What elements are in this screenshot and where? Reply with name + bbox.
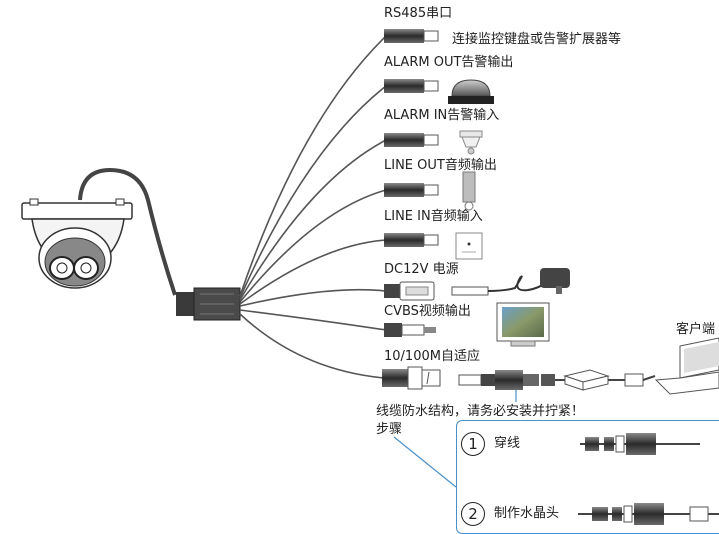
- line-out-label: LINE OUT音频输出: [384, 158, 497, 173]
- steps-title: 步骤: [376, 422, 403, 437]
- dome-camera-icon: [21, 198, 133, 289]
- waterproof-coupler-icon: [458, 370, 565, 390]
- cvbs-connector-icon: [384, 323, 436, 337]
- siren-icon: [448, 79, 494, 104]
- step1-cable-icon: [580, 433, 700, 455]
- step-1-number: 1: [461, 432, 485, 456]
- step-2-label: 制作水晶头: [494, 506, 560, 521]
- camera-cable: [78, 167, 177, 296]
- dc-power-connector-icon: [384, 281, 435, 301]
- rs485-description: 连接监控键盘或告警扩展器等: [452, 32, 622, 47]
- fanout-wires: [239, 35, 387, 379]
- power-adapter-icon: [451, 268, 570, 296]
- microphone-icon: [455, 232, 483, 260]
- line-in-label: LINE IN音频输入: [384, 209, 483, 224]
- cvbs-label: CVBS视频输出: [384, 304, 471, 319]
- client-label: 客户端: [676, 322, 716, 337]
- speaker-icon: [462, 171, 476, 211]
- network-switch-icon: [563, 369, 656, 391]
- line-out-connector-icon: [384, 183, 439, 197]
- waterproof-note: 线缆防水结构，请务必安装并拧紧！: [376, 404, 585, 419]
- steps-callout-line: [393, 436, 457, 488]
- ethernet-label: 10/100M自适应: [384, 349, 480, 364]
- alarm-in-label: ALARM IN告警输入: [384, 108, 500, 123]
- rs485-label: RS485串口: [384, 6, 453, 21]
- step-2-number: 2: [461, 502, 485, 526]
- step-1-label: 穿线: [494, 436, 521, 451]
- cable-hub-icon: [176, 287, 241, 321]
- alarm-in-connector-icon: [384, 133, 439, 147]
- alarm-sensor-icon: [459, 130, 483, 155]
- alarm-out-label: ALARM OUT告警输出: [384, 55, 514, 70]
- rs485-connector-icon: [384, 29, 439, 43]
- rj45-connector-icon: [382, 366, 441, 390]
- monitor-icon: [496, 302, 550, 347]
- step2-cable-icon: [578, 503, 719, 525]
- laptop-icon: [654, 337, 719, 395]
- line-in-connector-icon: [384, 233, 439, 247]
- dc12v-label: DC12V 电源: [384, 262, 459, 277]
- alarm-out-connector-icon: [384, 79, 439, 93]
